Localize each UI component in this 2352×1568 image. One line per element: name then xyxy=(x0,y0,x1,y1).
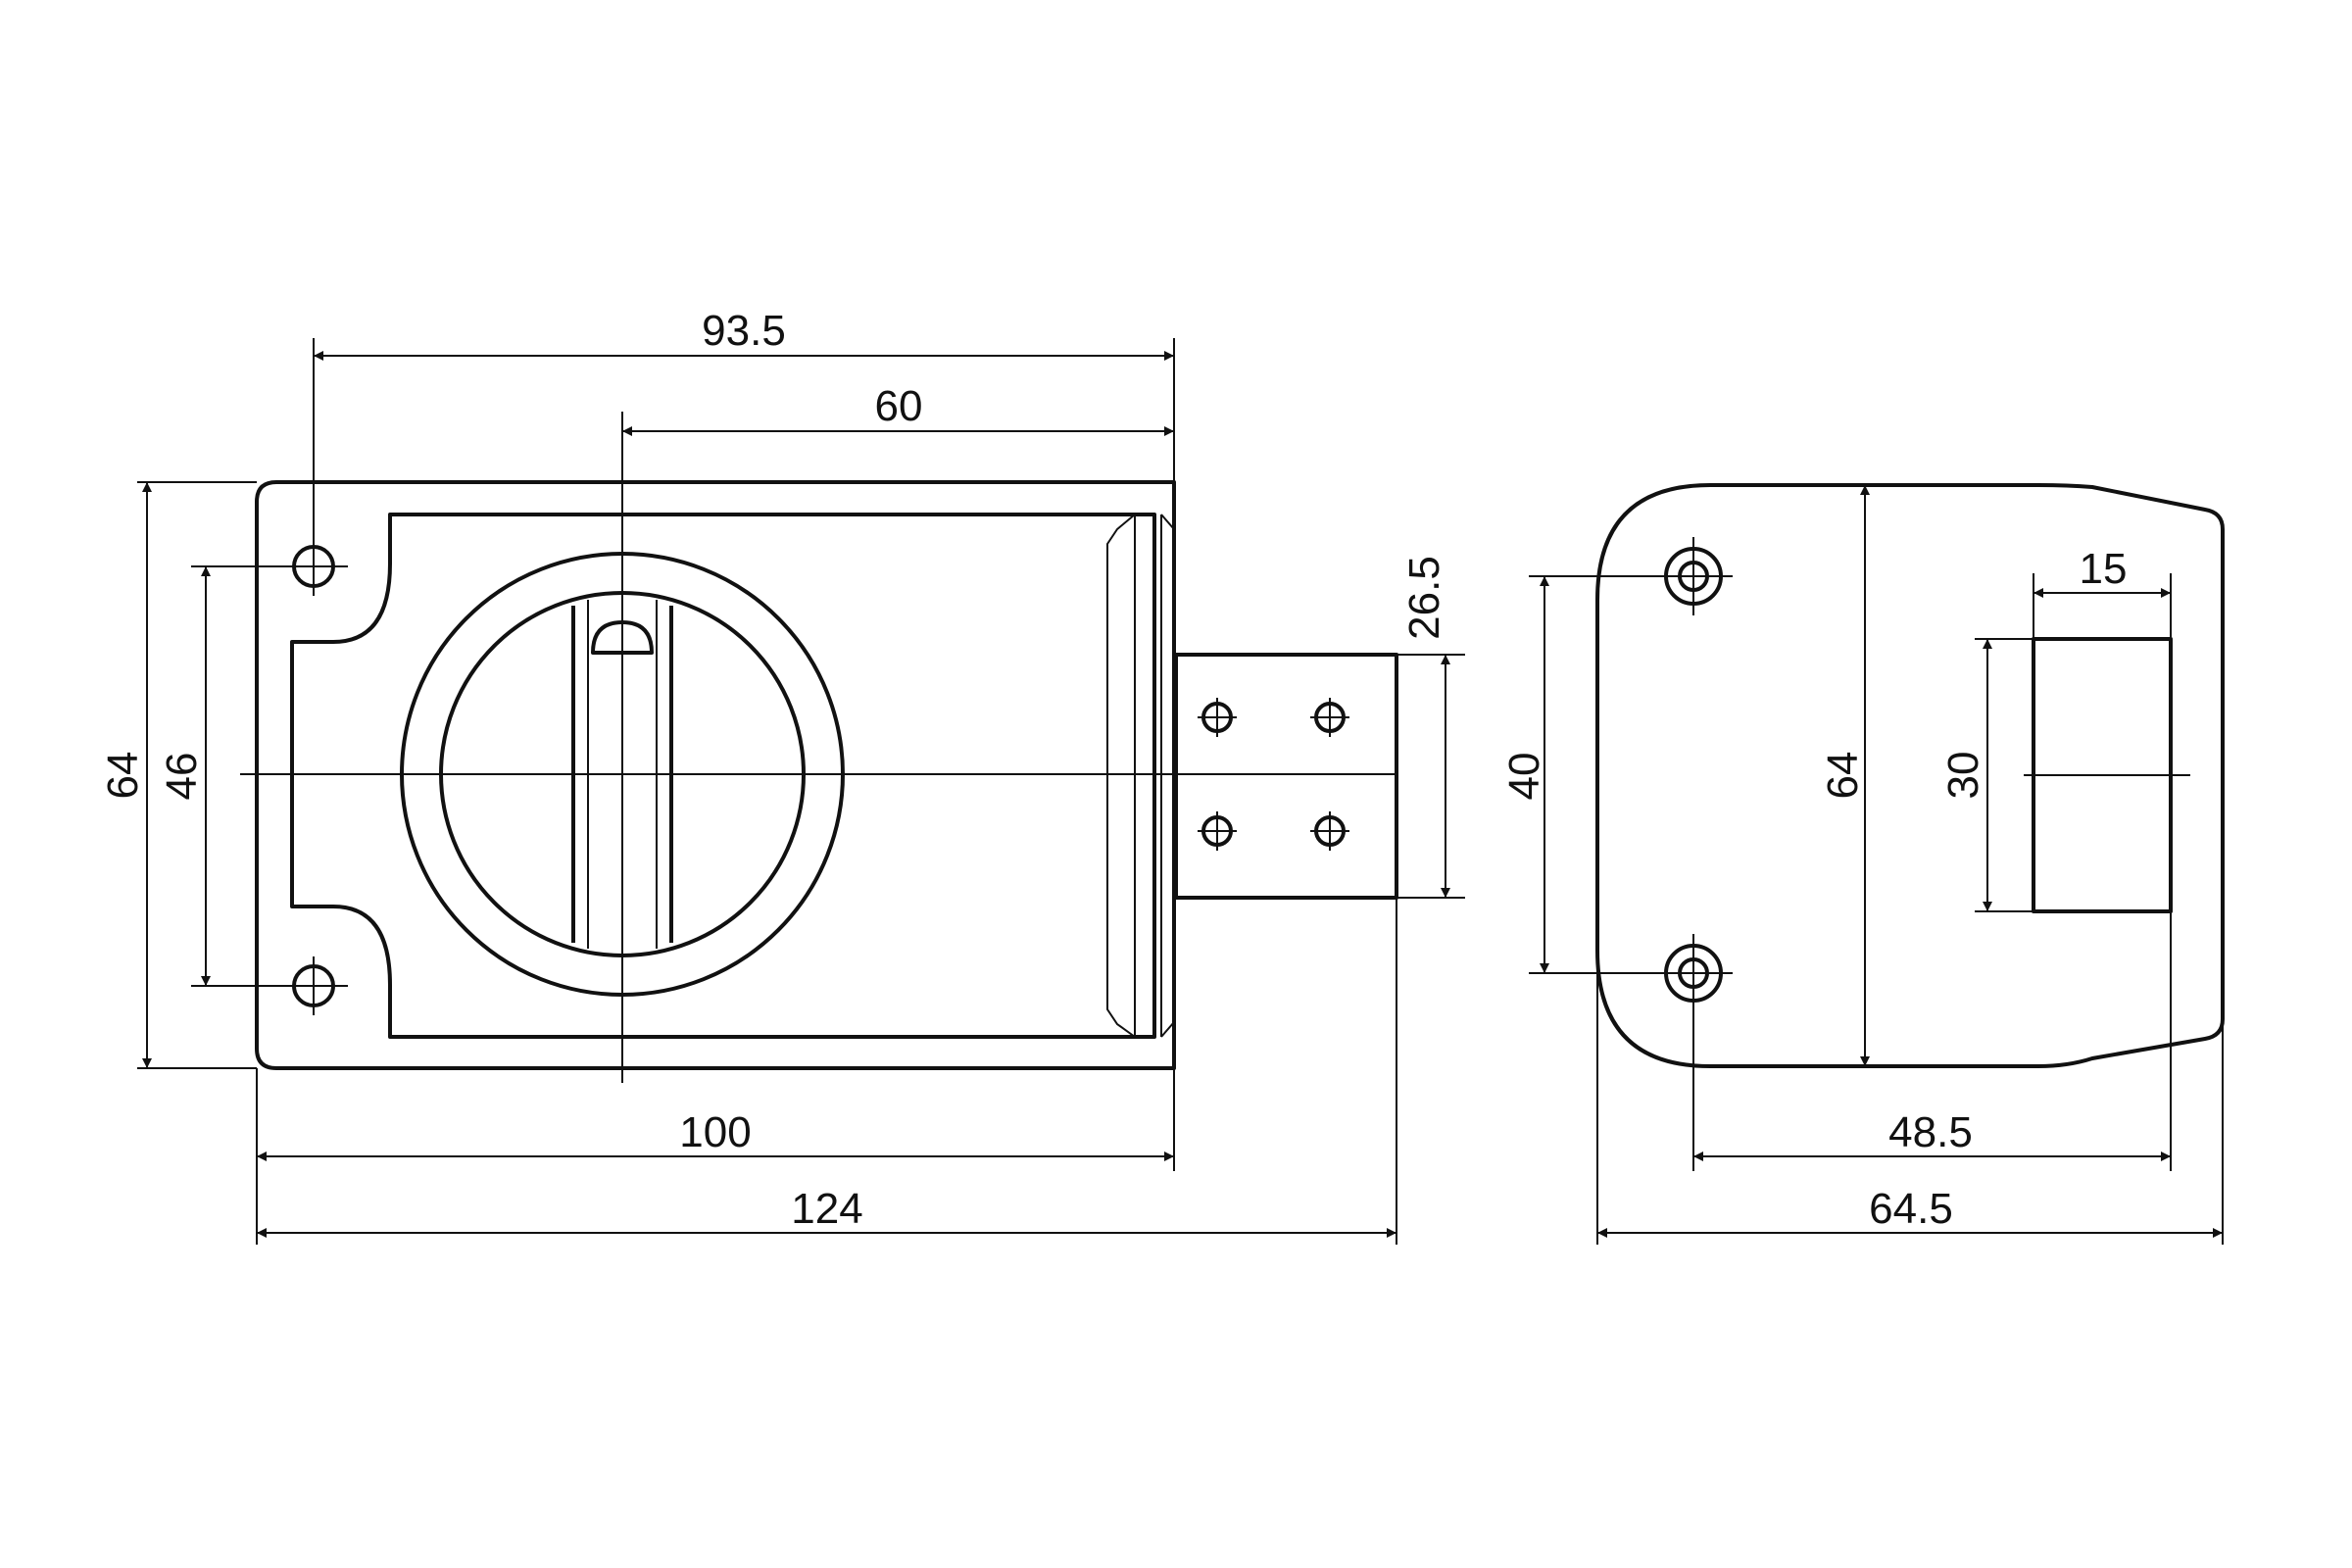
dim-label-30: 30 xyxy=(1939,752,1987,800)
front-body-outline xyxy=(255,480,1176,1070)
side-hole-centerlines xyxy=(1654,537,1733,1012)
dim-label-64-side: 64 xyxy=(1819,752,1867,800)
front-view: 93.5 60 64 46 100 124 26.5 xyxy=(99,307,1465,1245)
side-extension-lines xyxy=(1529,573,2224,1245)
front-inner-panel xyxy=(290,513,1156,1039)
front-right-bevel xyxy=(1106,514,1136,1038)
dim-label-64-front: 64 xyxy=(99,752,147,800)
dim-label-124: 124 xyxy=(791,1185,862,1233)
dim-label-48-5: 48.5 xyxy=(1888,1108,1973,1156)
bolt-holes xyxy=(1198,698,1349,851)
dim-label-15: 15 xyxy=(2080,545,2128,593)
dim-label-26-5: 26.5 xyxy=(1400,556,1448,640)
side-view: 40 64 15 30 48.5 64.5 xyxy=(1500,483,2225,1245)
bolt xyxy=(1174,653,1398,900)
dim-label-100: 100 xyxy=(679,1108,751,1156)
dim-label-64-5: 64.5 xyxy=(1869,1185,1953,1233)
side-body-outline xyxy=(1595,483,2225,1068)
front-right-chamfer xyxy=(1160,514,1175,1038)
dim-label-40: 40 xyxy=(1500,753,1548,801)
dim-label-93-5: 93.5 xyxy=(702,307,786,355)
dim-label-60: 60 xyxy=(875,382,923,430)
dim-label-46: 46 xyxy=(158,753,206,801)
